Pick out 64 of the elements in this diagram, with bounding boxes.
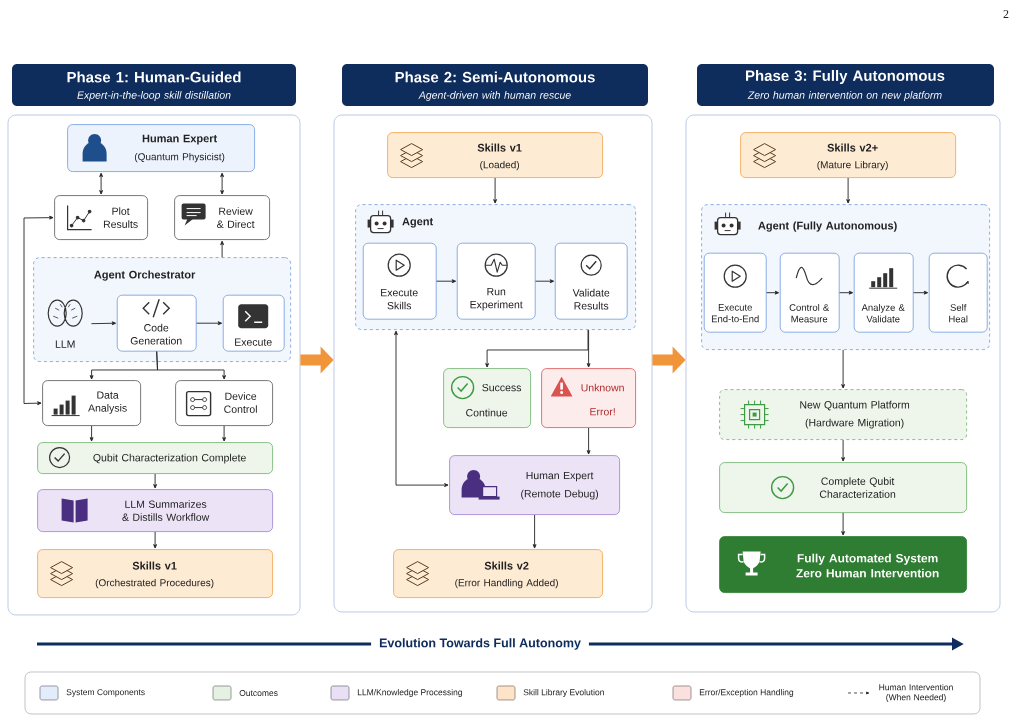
legend-label: System Components [66,689,145,697]
process-box: Code Generation [116,294,197,352]
process-box: Plot Results [54,195,148,240]
legend-label: LLM/Knowledge Processing [357,689,462,697]
arrow [841,439,845,462]
result-box: Fully Automated System Zero Human Intervention [719,536,967,593]
arrow [220,240,224,258]
arrow [153,473,157,489]
arrow [156,351,226,380]
legend-label: Skill Library Evolution [523,689,604,697]
arrow [846,177,850,204]
process-box: Device Control [175,380,273,426]
process-box: Self Heal [928,252,988,333]
arrow [394,330,449,487]
process-box: Run Experiment [456,242,536,320]
arrow [436,279,457,284]
outcome-box: Qubit Characterization Complete [37,442,273,474]
process-box: Review & Direct [174,195,270,240]
process-box: Control & Measure [779,252,840,333]
process-box: LLM Summarizes & Distills Workflow [37,489,273,532]
process-box: Data Analysis [42,380,141,426]
platform-box: New Quantum Platform (Hardware Migration) [719,389,967,440]
arrow [153,531,157,549]
arrow [196,321,223,326]
process-box: Execute Skills [362,242,437,320]
arrow [586,427,591,455]
page-number: 2 [1003,10,1009,18]
arrow [222,425,226,442]
arrow [586,329,591,368]
arrow-label: Evolution Towards Full Autonomy [371,636,589,652]
arrow [485,329,589,368]
arrow [90,321,117,326]
process-box: Human Expert (Remote Debug) [449,455,620,515]
arrow [23,215,54,406]
process-box: Execute [222,294,285,352]
arrow [766,290,780,295]
legend-label: Outcomes [239,690,278,696]
process-box: Analyze & Validate [853,252,914,333]
arrow [493,177,497,204]
legend-label: Human Intervention (When Needed) [879,684,953,702]
skill-library-box: Skills v2 (Error Handling Added) [393,549,603,598]
arrow [535,279,555,284]
arrow [913,290,929,295]
arrow [839,290,854,295]
error-box: Unknown Error! [541,368,636,428]
llm-label: LLM [47,299,83,348]
outcome-box: Success Continue [443,368,531,428]
arrow [99,172,103,195]
arrow [841,512,845,536]
phase-header: Phase 3: Fully Autonomous Zero human intervention on new platform [697,64,994,106]
phase-header: Phase 1: Human-Guided Expert-in-the-loop skill distillation [12,64,296,106]
skill-library-box: Skills v1 (Loaded) [387,132,603,178]
arrow [841,349,845,389]
arrow [532,514,537,549]
outcome-box: Complete Qubit Characterization [719,462,967,513]
phase-header: Phase 2: Semi-Autonomous Agent-driven with human rescue [342,64,648,106]
arrow [89,425,94,442]
skill-library-box: Skills v2+ (Mature Library) [740,132,956,178]
arrow [220,172,224,195]
process-box: Execute End-to-End [703,252,767,333]
legend-label: Error/Exception Handling [699,689,794,697]
skill-library-box: Skills v1 (Orchestrated Procedures) [37,549,273,598]
process-box: Validate Results [554,242,628,320]
process-box: Human Expert (Quantum Physicist) [67,124,255,172]
